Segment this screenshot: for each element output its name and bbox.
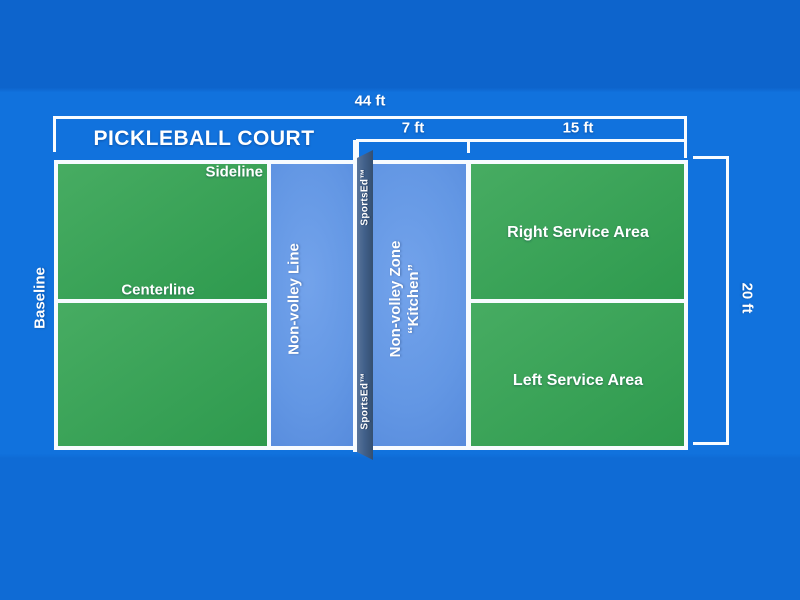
kitchen-label: “Kitchen” [405, 264, 422, 335]
sportsed-watermark-top: SportsEd™ [359, 168, 371, 226]
dimension-bracket-7-15ft [356, 139, 687, 158]
right-service-area-panel [471, 164, 684, 299]
dimension-label-20ft: 20 ft [738, 282, 756, 314]
non-volley-zone-right-panel [358, 164, 466, 446]
non-volley-zone-left-panel [271, 164, 354, 446]
service-area-bottom-left-panel [58, 303, 267, 446]
page-title: PICKLEBALL COURT [93, 127, 315, 150]
baseline-label: Baseline [31, 267, 49, 329]
sideline-label: Sideline [205, 163, 263, 181]
non-volley-zone-label: Non-volley Zone “Kitchen” [387, 241, 423, 358]
dimension-bracket-44ft [53, 116, 687, 152]
right-service-area-label: Right Service Area [507, 224, 649, 241]
dimension-label-15ft: 15 ft [562, 119, 594, 137]
non-volley-line-label: Non-volley Line [285, 243, 303, 355]
dimension-label-44ft: 44 ft [354, 92, 386, 110]
dimension-label-7ft: 7 ft [401, 119, 425, 137]
service-area-top-left-panel [58, 164, 267, 299]
net-bar [357, 150, 373, 460]
dimension-bracket-20ft [693, 156, 729, 445]
net-center-line [353, 140, 357, 452]
centerline-label: Centerline [121, 281, 195, 299]
sportsed-watermark-bottom: SportsEd™ [359, 372, 371, 430]
dimension-tick-divider [467, 139, 470, 153]
non-volley-zone-label-line1: Non-volley Zone [387, 240, 404, 358]
left-service-area-panel [471, 303, 684, 446]
left-service-area-label: Left Service Area [512, 372, 644, 389]
